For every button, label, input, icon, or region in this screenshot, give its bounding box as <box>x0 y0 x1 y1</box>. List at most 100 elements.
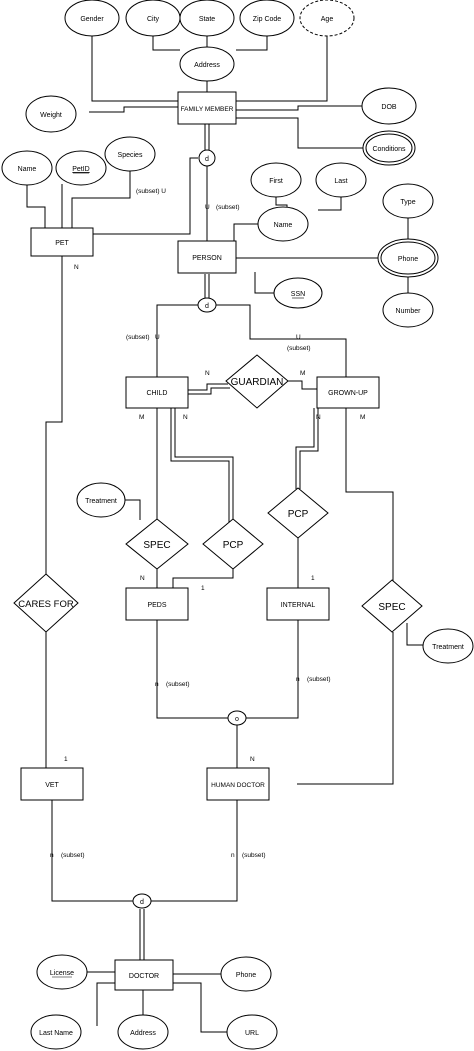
attribute-city: City <box>125 0 181 37</box>
svg-text:d: d <box>140 899 144 906</box>
label-subset-vet: (subset) <box>61 852 84 859</box>
line-grown-pcp-double <box>295 408 319 489</box>
svg-text:Zip Code: Zip Code <box>253 16 282 23</box>
svg-text:VET: VET <box>45 782 59 789</box>
line-child-guardian-double <box>188 383 230 395</box>
line-treatment-spec-grown <box>406 623 424 646</box>
entity-pet: PET <box>30 227 94 257</box>
label-subset-internal: (subset) <box>307 676 330 683</box>
label-subset-person: (subset) <box>216 204 239 211</box>
label-subset-human: (subset) <box>242 852 265 859</box>
svg-text:Age: Age <box>321 16 334 23</box>
svg-text:License: License <box>50 970 74 977</box>
svg-text:PERSON: PERSON <box>192 255 222 262</box>
line-name-person <box>233 223 263 243</box>
specialization-fm-disjoint: d <box>198 149 216 167</box>
attribute-pet-name: Name <box>1 150 53 186</box>
label-child-n: N <box>183 414 188 421</box>
line-ssn-person <box>254 272 275 294</box>
label-subset-person-u: U <box>205 204 210 211</box>
entity-doctor: DOCTOR <box>114 959 174 991</box>
specialization-doctor-overlap: o <box>227 710 247 726</box>
entity-peds: PEDS <box>125 587 189 621</box>
svg-text:DOCTOR: DOCTOR <box>129 973 159 980</box>
line-url-doctor <box>173 982 228 1033</box>
svg-text:Number: Number <box>396 308 422 315</box>
svg-text:DOB: DOB <box>381 104 397 111</box>
specialization-person-disjoint: d <box>197 297 217 313</box>
attribute-age-derived: Age <box>299 0 355 37</box>
label-subset-grown: (subset) <box>287 345 310 352</box>
line-grown-spec <box>345 408 394 581</box>
label-subset-child: (subset) <box>126 334 149 341</box>
svg-text:SPEC: SPEC <box>143 540 170 551</box>
label-n-vet: n <box>50 852 54 859</box>
svg-text:Treatment: Treatment <box>432 644 464 651</box>
line-dob-fm <box>236 105 362 111</box>
svg-text:PEDS: PEDS <box>147 602 166 609</box>
line-age-fm <box>236 36 328 102</box>
connectors <box>26 36 424 1033</box>
attribute-license-key: License <box>36 954 88 990</box>
svg-text:CHILD: CHILD <box>146 390 167 397</box>
attribute-species: Species <box>104 136 156 172</box>
line-human-d <box>150 800 238 902</box>
line-treatment-spec <box>124 499 141 520</box>
label-n-internal: n <box>296 676 300 683</box>
relationship-pcp-grown: PCP <box>267 487 329 539</box>
label-n-human: n <box>231 852 235 859</box>
attribute-last-name: Last Name <box>30 1014 82 1050</box>
line-d-child <box>156 304 198 377</box>
svg-text:Address: Address <box>130 1030 156 1037</box>
connector-labels: (subset) U U (subset) (subset) U U (subs… <box>50 188 365 859</box>
line-gender-fm <box>91 36 180 102</box>
svg-text:Last: Last <box>334 178 347 185</box>
line-d-grown <box>216 304 347 377</box>
svg-text:First: First <box>269 178 283 185</box>
svg-text:d: d <box>205 156 209 163</box>
attribute-conditions-multivalued: Conditions <box>362 130 416 166</box>
attribute-person-name: Name <box>257 206 309 242</box>
label-pcp-internal-1: 1 <box>311 575 315 582</box>
svg-text:CARES FOR: CARES FOR <box>18 599 74 610</box>
svg-text:Gender: Gender <box>80 16 104 23</box>
svg-text:Name: Name <box>18 166 37 173</box>
svg-text:GUARDIAN: GUARDIAN <box>231 377 284 388</box>
relationship-cares-for: CARES FOR <box>13 573 79 633</box>
svg-text:Last Name: Last Name <box>39 1030 73 1037</box>
svg-text:PCP: PCP <box>288 509 309 520</box>
entity-child: CHILD <box>125 376 189 409</box>
svg-text:Address: Address <box>194 62 220 69</box>
svg-text:Weight: Weight <box>40 112 62 119</box>
attribute-phone-multivalued: Phone <box>377 238 439 278</box>
attribute-doctor-address: Address <box>117 1014 169 1050</box>
label-subset-peds: (subset) <box>166 681 189 688</box>
svg-text:FAMILY MEMBER: FAMILY MEMBER <box>181 106 234 113</box>
label-n-peds: n <box>155 681 159 688</box>
line-pet-caresfor <box>45 252 63 575</box>
line-zip-address <box>236 36 268 51</box>
entity-family-member: FAMILY MEMBER <box>177 91 237 125</box>
specialization-doctor-disjoint: d <box>132 893 152 909</box>
attribute-first: First <box>250 162 302 198</box>
attribute-weight: Weight <box>25 95 77 133</box>
svg-text:Conditions: Conditions <box>372 146 406 153</box>
line-person-d-double <box>204 274 210 298</box>
entity-grown-up: GROWN-UP <box>316 376 380 409</box>
svg-text:City: City <box>147 16 160 23</box>
svg-text:Treatment: Treatment <box>85 498 117 505</box>
attribute-treatment-peds: Treatment <box>76 482 126 518</box>
svg-text:INTERNAL: INTERNAL <box>281 602 316 609</box>
line-weight-fm <box>89 106 180 113</box>
attribute-gender: Gender <box>64 0 120 37</box>
attribute-last: Last <box>315 162 367 198</box>
attribute-type: Type <box>382 183 434 219</box>
line-d-pet <box>93 157 198 235</box>
line-peds-o <box>156 620 228 719</box>
label-subset-grown-u: U <box>296 334 301 341</box>
relationship-pcp-child: PCP <box>202 518 264 570</box>
label-subset-child-u: U <box>155 334 160 341</box>
relationship-spec-child: SPEC <box>125 518 189 570</box>
attribute-zip-code: Zip Code <box>239 0 295 37</box>
label-vet-1: 1 <box>64 756 68 763</box>
